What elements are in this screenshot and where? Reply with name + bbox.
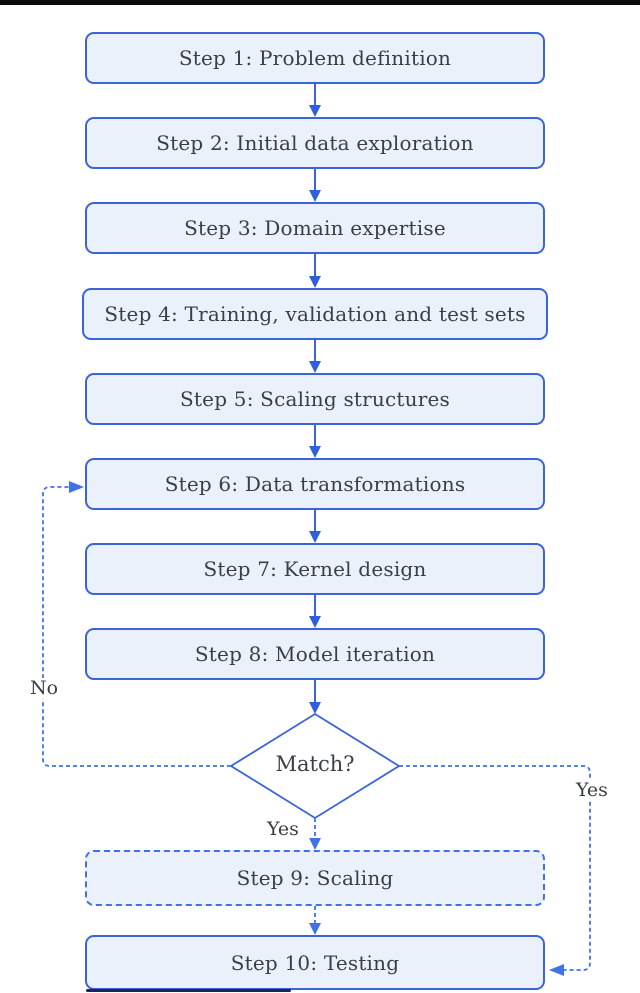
step-6-box: Step 6: Data transformations [85, 458, 545, 510]
no-feedback-path [42, 481, 231, 767]
edge-label-yes-right: Yes [573, 780, 611, 801]
edge-label-yes-down: Yes [264, 819, 302, 840]
step-8-box: Step 8: Model iteration [85, 628, 545, 680]
step-1-box: Step 1: Problem definition [85, 32, 545, 84]
figure-bottom-rule-fragment [86, 989, 291, 992]
arrow-step1-step2 [309, 84, 321, 117]
arrow-step2-step3 [309, 169, 321, 202]
figure-top-rule [0, 0, 640, 5]
step-7-box: Step 7: Kernel design [85, 543, 545, 595]
arrow-yes-decision-step9 [309, 818, 321, 850]
decision-label: Match? [275, 752, 355, 776]
step-4-box: Step 4: Training, validation and test se… [82, 288, 548, 340]
step-10-box: Step 10: Testing [85, 935, 545, 990]
arrow-step4-step5 [309, 340, 321, 373]
arrow-step8-decision [309, 680, 321, 714]
step-2-box: Step 2: Initial data exploration [85, 117, 545, 169]
arrow-step9-step10 [309, 906, 321, 935]
edge-label-no: No [27, 678, 62, 699]
arrow-step7-step8 [309, 595, 321, 628]
step-3-box: Step 3: Domain expertise [85, 202, 545, 254]
arrow-step5-step6 [309, 425, 321, 458]
step-9-box: Step 9: Scaling [85, 850, 545, 906]
step-5-box: Step 5: Scaling structures [85, 373, 545, 425]
arrow-step6-step7 [309, 510, 321, 543]
arrow-step3-step4 [309, 254, 321, 288]
